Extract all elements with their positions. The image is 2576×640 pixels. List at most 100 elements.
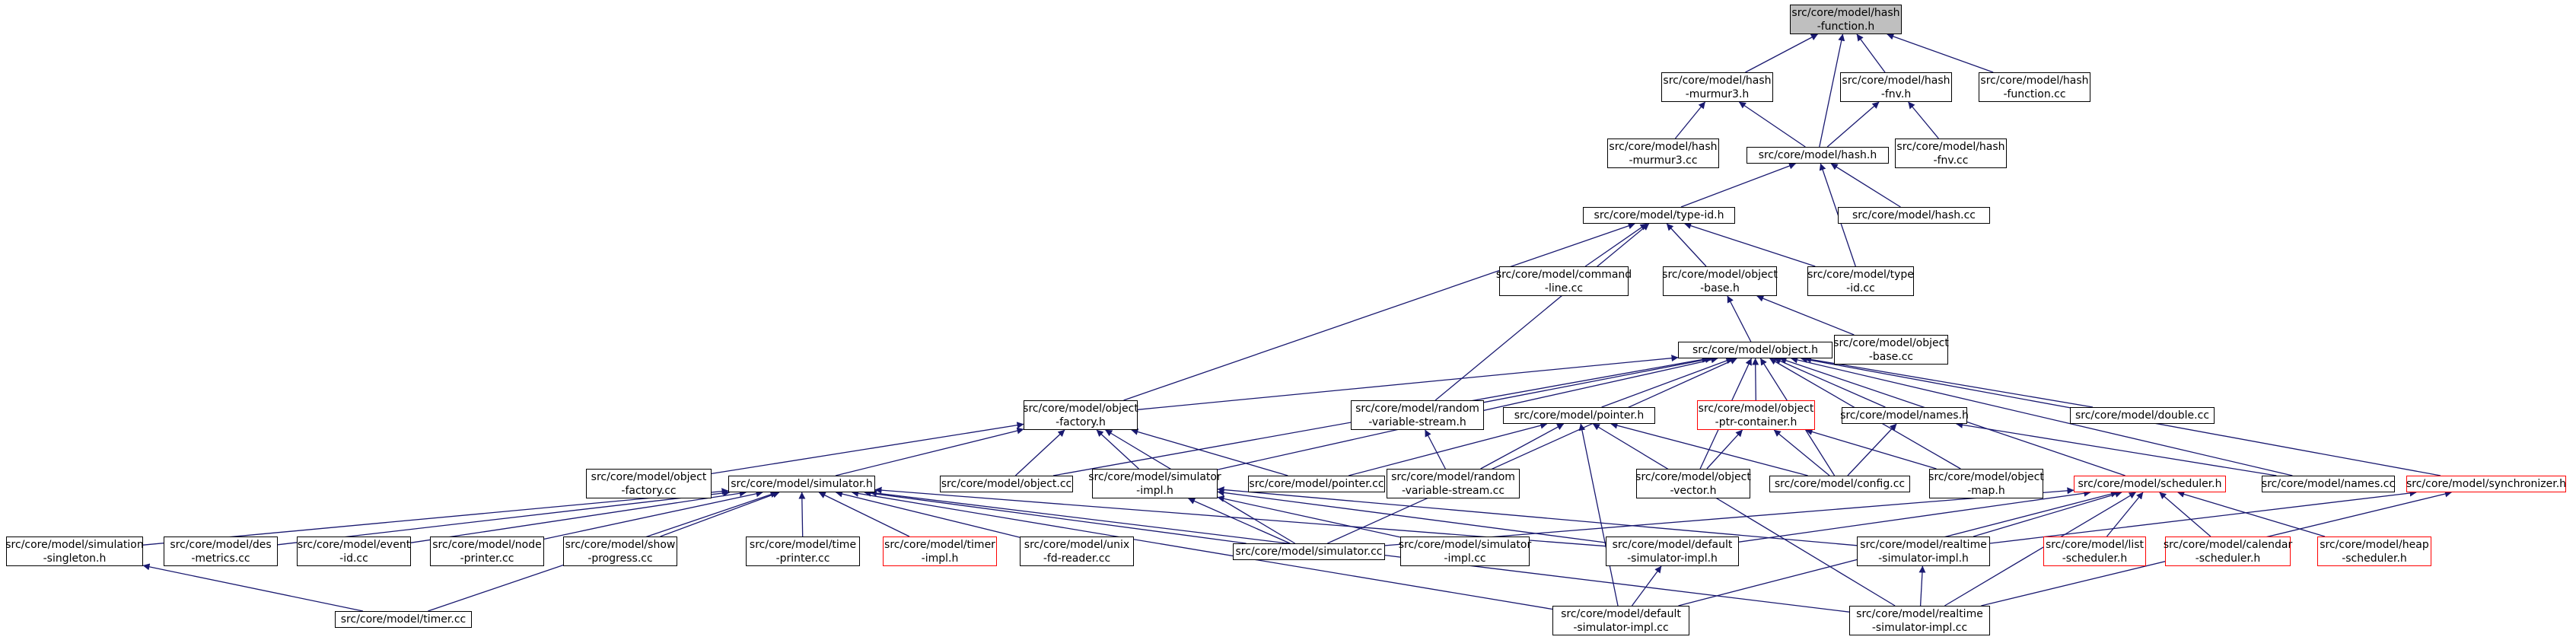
graph-node-des-metrics-cc[interactable]: src/core/model/des-metrics.cc (164, 537, 278, 566)
edge-object-factory-cc-to-object-factory-h (711, 422, 1024, 475)
graph-node-simulator-h[interactable]: src/core/model/simulator.h (728, 476, 875, 492)
edge-object-map-h-to-object-ptr-container-h (1805, 428, 1937, 470)
graph-node-simulation-singleton-h[interactable]: src/core/model/simulation-singleton.h (5, 537, 144, 566)
graph-node-object-base-cc[interactable]: src/core/model/object-base.cc (1833, 335, 1949, 365)
graph-node-object-vector-h[interactable]: src/core/model/object-vector.h (1635, 469, 1751, 498)
node-label-line: -variable-stream.h (1368, 416, 1466, 428)
edge-simulator-cc-to-simulator-impl-h (1188, 498, 1291, 544)
graph-node-hash-cc[interactable]: src/core/model/hash.cc (1838, 207, 1990, 224)
graph-node-command-line-cc[interactable]: src/core/model/command-line.cc (1496, 266, 1632, 296)
node-label-line: -simulator-impl.cc (1573, 621, 1669, 634)
edge-event-id-cc-to-simulator-h (410, 489, 747, 543)
node-label-line: src/core/model/hash (1791, 6, 1900, 19)
graph-node-type-id-cc[interactable]: src/core/model/type-id.cc (1807, 266, 1914, 296)
edge-names-cc-to-object-h (1791, 356, 2293, 476)
edge-hash-h-to-hash-function-h (1819, 33, 1845, 148)
graph-node-names-cc[interactable]: src/core/model/names.cc (2262, 476, 2395, 492)
graph-node-time-printer-cc[interactable]: src/core/model/time-printer.cc (746, 537, 860, 566)
graph-node-object-cc[interactable]: src/core/model/object.cc (940, 476, 1073, 492)
edge-realtime-simulator-impl-cc-to-pointer-h (1592, 423, 1896, 607)
edge-simulator-impl-cc-to-simulator-impl-h (1217, 495, 1401, 538)
graph-node-timer-cc[interactable]: src/core/model/timer.cc (335, 611, 472, 628)
graph-node-object-base-h[interactable]: src/core/model/object-base.h (1662, 266, 1778, 296)
node-label-line: -base.cc (1868, 350, 1914, 363)
graph-node-names-h[interactable]: src/core/model/names.h (1840, 407, 1969, 424)
node-label-line: src/core/model/double.cc (2074, 409, 2210, 422)
graph-node-hash-h[interactable]: src/core/model/hash.h (1747, 147, 1889, 164)
graph-node-pointer-cc[interactable]: src/core/model/pointer.cc (1248, 476, 1385, 492)
node-label-line: -fnv.cc (1933, 154, 1969, 167)
graph-node-heap-scheduler-h[interactable]: src/core/model/heap-scheduler.h (2317, 537, 2431, 566)
graph-node-timer-impl-h[interactable]: src/core/model/timer-impl.h (883, 537, 997, 566)
edge-pointer-cc-to-object-factory-h (1131, 428, 1288, 476)
graph-node-synchronizer-h[interactable]: src/core/model/synchronizer.h (2406, 476, 2566, 492)
edge-hash-cc-to-hash-h (1830, 163, 1901, 208)
graph-node-simulator-cc[interactable]: src/core/model/simulator.cc (1233, 543, 1385, 560)
graph-node-calendar-scheduler-h[interactable]: src/core/model/calendar-scheduler.h (2164, 537, 2292, 566)
graph-node-default-simulator-impl-h[interactable]: src/core/model/default-simulator-impl.h (1606, 537, 1739, 566)
graph-node-pointer-h[interactable]: src/core/model/pointer.h (1503, 407, 1655, 424)
graph-node-node-printer-cc[interactable]: src/core/model/node-printer.cc (430, 537, 544, 566)
edge-realtime-simulator-impl-h-to-simulator-impl-h (1217, 486, 1858, 546)
graph-node-hash-fnv-h[interactable]: src/core/model/hash-fnv.h (1840, 72, 1952, 102)
graph-node-scheduler-h[interactable]: src/core/model/scheduler.h (2074, 476, 2226, 492)
graph-node-simulator-impl-cc[interactable]: src/core/model/simulator-impl.cc (1398, 537, 1532, 566)
node-label-line: -singleton.h (43, 552, 107, 565)
graph-node-hash-function-cc[interactable]: src/core/model/hash-function.cc (1979, 72, 2090, 102)
graph-node-list-scheduler-h[interactable]: src/core/model/list-scheduler.h (2043, 537, 2146, 566)
node-label-line: src/core/model/realtime (1860, 538, 1987, 551)
node-label-line: -printer.cc (460, 552, 514, 565)
edge-random-variable-stream-h-to-object-h (1483, 356, 1712, 403)
node-label-line: src/core/model/random (1391, 470, 1515, 483)
edge-names-h-to-object-h (1774, 358, 1886, 408)
node-label-line: src/core/model/config.cc (1774, 478, 1906, 490)
graph-node-hash-murmur3-cc[interactable]: src/core/model/hash-murmur3.cc (1607, 139, 1719, 168)
edge-object-cc-to-object-factory-h (1014, 429, 1065, 476)
edge-hash-function-cc-to-hash-function-h (1887, 33, 1994, 73)
graph-node-default-simulator-impl-cc[interactable]: src/core/model/default-simulator-impl.cc (1552, 606, 1689, 635)
edge-object-base-h-to-type-id-h (1666, 223, 1707, 267)
edge-double-cc-to-object-h (1804, 355, 2094, 408)
graph-node-object-map-h[interactable]: src/core/model/object-map.h (1928, 469, 2044, 498)
node-label-line: src/core/model/timer (884, 538, 995, 551)
edge-hash-h-to-hash-murmur3-h (1738, 101, 1806, 148)
graph-node-hash-murmur3-h[interactable]: src/core/model/hash-murmur3.h (1661, 72, 1773, 102)
node-label-line: -simulator-impl.cc (1871, 621, 1968, 634)
graph-node-object-h[interactable]: src/core/model/object.h (1678, 342, 1832, 358)
node-label-line: src/core/model/default (1561, 607, 1681, 620)
graph-node-object-factory-h[interactable]: src/core/model/object-factory.h (1023, 400, 1138, 430)
graph-node-unix-fd-reader-cc[interactable]: src/core/model/unix-fd-reader.cc (1020, 537, 1134, 566)
node-label-line: -simulator-impl.h (1878, 552, 1969, 565)
node-label-line: -fnv.h (1880, 88, 1912, 100)
graph-node-simulator-impl-h[interactable]: src/core/model/simulator-impl.h (1088, 469, 1221, 498)
edge-hash-fnv-cc-to-hash-fnv-h (1908, 101, 1939, 139)
node-label-line: -metrics.cc (191, 552, 250, 565)
node-label-line: src/core/model/event (297, 538, 411, 551)
edge-realtime-simulator-impl-h-to-scheduler-h (1973, 491, 2122, 537)
node-label-line: src/core/model/object (591, 470, 707, 483)
edge-default-simulator-impl-cc-to-simulator-h (852, 489, 1553, 610)
edge-des-metrics-cc-to-simulator-h (277, 489, 731, 546)
node-label-line: src/core/model/simulator (1398, 538, 1532, 551)
graph-node-realtime-simulator-impl-cc[interactable]: src/core/model/realtime-simulator-impl.c… (1849, 606, 1990, 635)
graph-node-object-factory-cc[interactable]: src/core/model/object-factory.cc (586, 469, 712, 498)
graph-node-show-progress-cc[interactable]: src/core/model/show-progress.cc (563, 537, 677, 566)
node-label-line: src/core/model/hash (1663, 74, 1772, 87)
graph-node-realtime-simulator-impl-h[interactable]: src/core/model/realtime-simulator-impl.h (1857, 537, 1990, 566)
node-label-line: src/core/model/simulator.h (731, 478, 873, 490)
graph-node-type-id-h[interactable]: src/core/model/type-id.h (1583, 207, 1735, 224)
graph-node-double-cc[interactable]: src/core/model/double.cc (2070, 407, 2215, 424)
edge-config-cc-to-pointer-h (1610, 422, 1808, 476)
node-label-line: src/core/model/object.h (1692, 344, 1818, 356)
node-label-line: src/core/model/hash (1842, 74, 1950, 87)
graph-node-event-id-cc[interactable]: src/core/model/event-id.cc (297, 537, 411, 566)
edge-type-id-h-to-hash-h (1680, 162, 1796, 208)
graph-node-random-variable-stream-h[interactable]: src/core/model/random-variable-stream.h (1351, 400, 1484, 430)
graph-node-hash-fnv-cc[interactable]: src/core/model/hash-fnv.cc (1895, 139, 2007, 168)
graph-node-config-cc[interactable]: src/core/model/config.cc (1769, 476, 1910, 492)
node-label-line: src/core/model/object (1635, 470, 1751, 483)
graph-node-object-ptr-container-h[interactable]: src/core/model/object-ptr-container.h (1697, 400, 1815, 430)
edge-node-printer-cc-to-simulator-h (543, 490, 763, 540)
node-label-line: -scheduler.h (2062, 552, 2128, 565)
graph-node-random-variable-stream-cc[interactable]: src/core/model/random-variable-stream.cc (1387, 469, 1520, 498)
